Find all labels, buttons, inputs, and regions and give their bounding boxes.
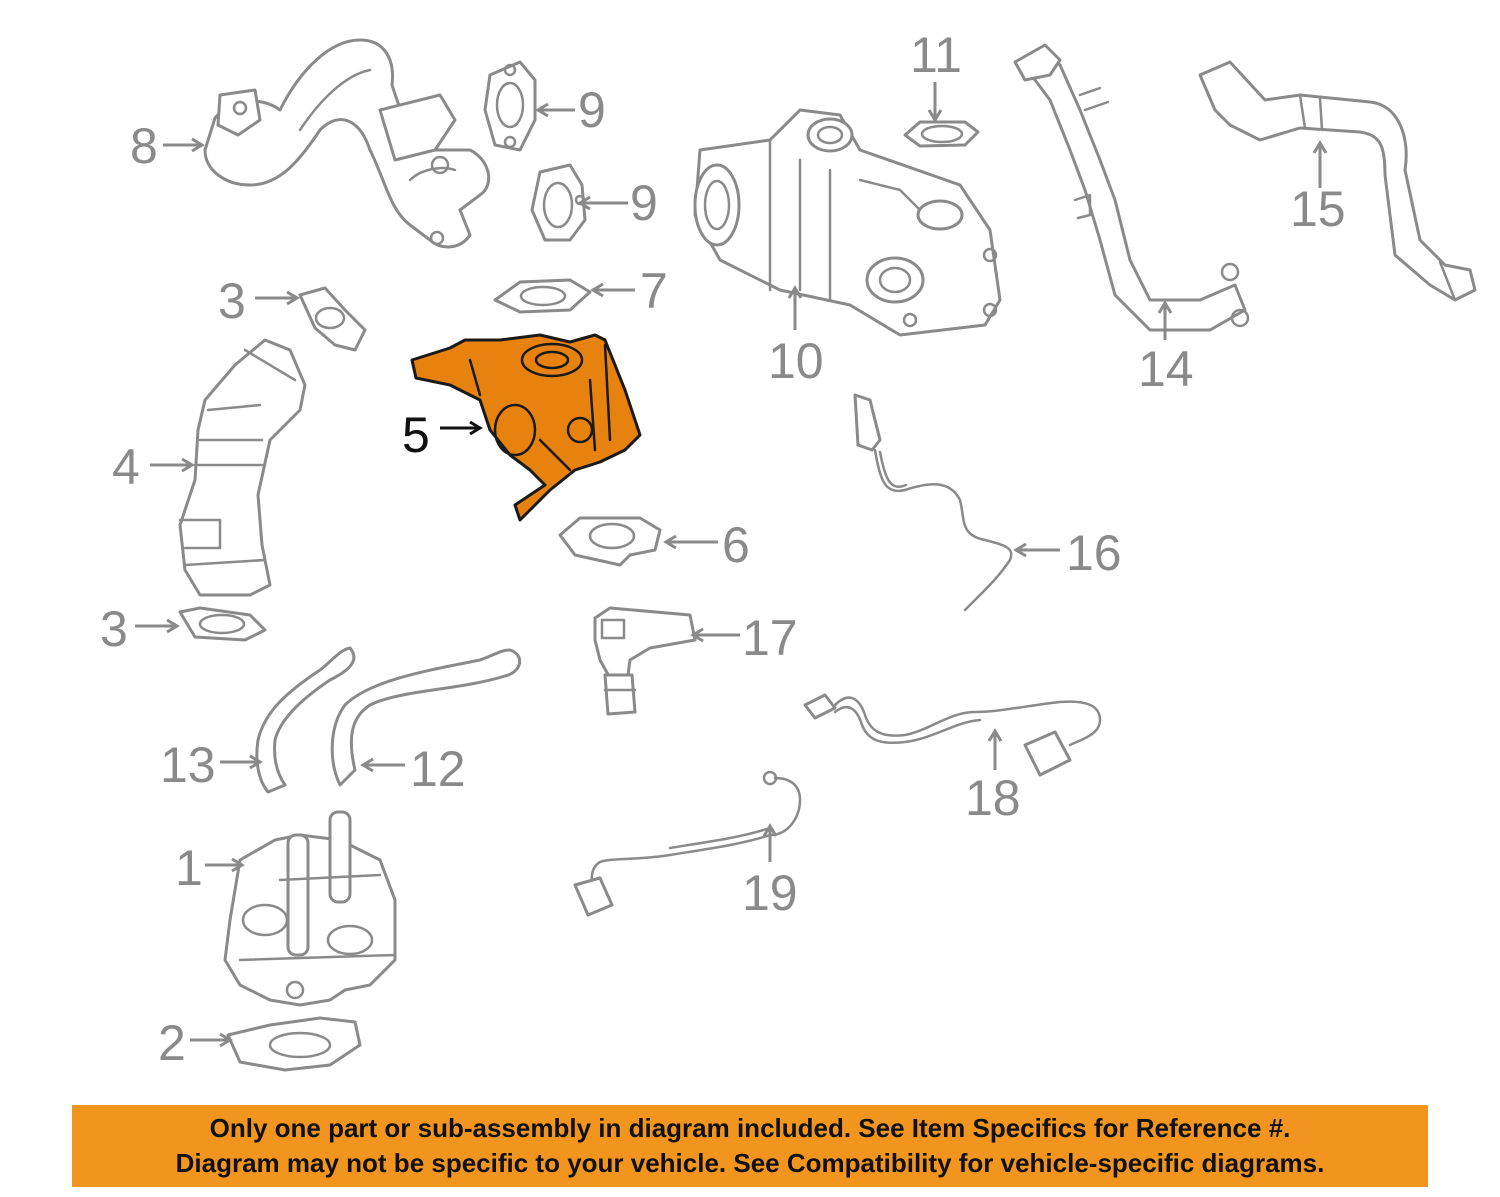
callout-numbers: 8 9 9 11 15 3 7 10 14 5 4 6 16 3 17 13 1… — [100, 27, 1346, 1071]
callout-12: 12 — [410, 741, 466, 797]
callout-6: 6 — [722, 517, 750, 573]
disclaimer-banner: Only one part or sub-assembly in diagram… — [72, 1105, 1428, 1187]
callout-18: 18 — [965, 770, 1021, 826]
part-11-gasket — [903, 120, 980, 148]
part-2-gasket — [226, 1016, 362, 1072]
callout-19: 19 — [742, 865, 798, 921]
callout-14: 14 — [1138, 341, 1194, 397]
callout-3-upper: 3 — [218, 273, 246, 329]
callout-5: 5 — [402, 407, 430, 463]
part-5-egr-valve — [410, 333, 642, 522]
part-1-valve-body — [223, 810, 397, 1007]
disclaimer-line-2: Diagram may not be specific to your vehi… — [175, 1148, 1325, 1178]
part-14-coolant-tube — [1013, 43, 1250, 332]
part-18-harness — [803, 693, 1102, 777]
part-9-gasket-upper — [483, 60, 537, 152]
callout-10: 10 — [768, 333, 824, 389]
callout-13: 13 — [160, 737, 216, 793]
part-8-egr-pipe — [203, 38, 491, 249]
callout-7: 7 — [640, 263, 668, 319]
part-3-gasket-upper — [298, 286, 367, 352]
part-10-egr-cooler — [693, 108, 1002, 337]
part-19-tube — [573, 770, 802, 917]
leader-lines — [135, 82, 1328, 1048]
callout-3-lower: 3 — [100, 601, 128, 657]
part-12-hose — [330, 648, 521, 787]
callout-8: 8 — [130, 118, 158, 174]
part-3-gasket-lower — [178, 606, 267, 642]
callout-15: 15 — [1290, 181, 1346, 237]
part-13-hose — [255, 646, 356, 794]
callout-17: 17 — [742, 610, 798, 666]
part-4-egr-tube — [178, 338, 307, 597]
callout-11: 11 — [910, 27, 962, 83]
part-9-gasket-lower — [530, 163, 587, 242]
part-16-sensor — [853, 393, 1013, 612]
part-15-pipe — [1198, 60, 1477, 302]
callout-16: 16 — [1066, 525, 1122, 581]
callout-2: 2 — [158, 1015, 186, 1071]
part-6-gasket — [558, 516, 662, 567]
disclaimer-line-1: Only one part or sub-assembly in diagram… — [209, 1113, 1291, 1143]
part-7-gasket — [493, 278, 592, 314]
callout-4: 4 — [112, 439, 140, 495]
callout-9-lower: 9 — [630, 175, 658, 231]
callout-1: 1 — [175, 840, 203, 896]
callout-9-upper: 9 — [578, 82, 606, 138]
part-17-sensor — [593, 606, 697, 716]
